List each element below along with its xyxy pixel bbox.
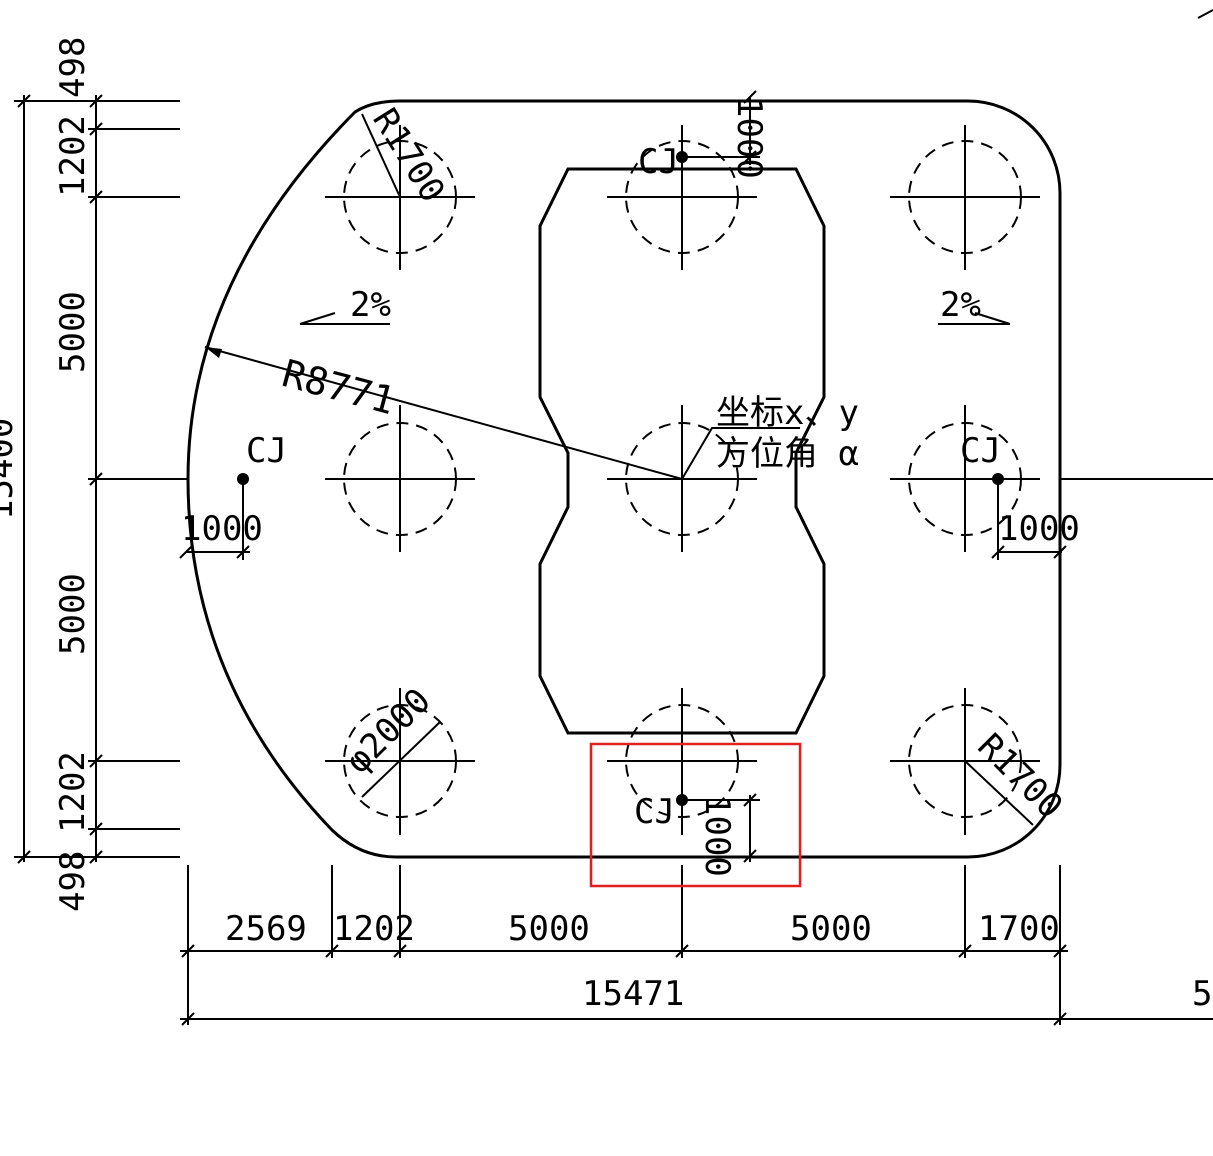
slope-left-arrow [299,312,336,325]
pile-bottom-center [607,688,757,835]
svg-text:5000: 5000 [508,909,590,949]
phi2000-leader [361,721,441,798]
svg-text:1000: 1000 [729,97,769,179]
svg-text:5000: 5000 [53,573,93,655]
svg-text:CJ: CJ [960,431,1001,471]
svg-text:1000: 1000 [697,795,737,877]
slope-left-label: 2% [350,285,391,325]
coord-label-line1: 坐标x、y [716,393,859,433]
svg-text:CJ: CJ [246,431,287,471]
svg-text:5000: 5000 [790,909,872,949]
svg-text:1202: 1202 [333,909,415,949]
r1700-top-leader [361,113,401,198]
svg-text:498: 498 [53,851,93,912]
svg-text:5000: 5000 [53,291,93,373]
r8771-label: R8771 [278,351,400,423]
pile-top-right [890,125,1040,270]
svg-text:1000: 1000 [181,509,263,549]
bottom-dimension-chain: 2569 1202 5000 5000 1700 15471 59 [180,865,1213,1026]
slope-right-arrow [974,312,1011,325]
cut-off-mark [1197,9,1213,19]
svg-text:CJ: CJ [638,142,679,182]
svg-text:15400: 15400 [0,418,21,520]
svg-text:498: 498 [53,37,93,98]
pile-mid-right [890,405,1040,552]
r8771-leader [204,346,683,480]
cap-outline [186,99,1062,859]
pile-mid-left [325,405,475,552]
coord-leader [681,427,800,480]
pile-top-center [607,125,757,270]
svg-text:1202: 1202 [53,115,93,197]
slope-right-label: 2% [940,285,981,325]
svg-text:1000: 1000 [998,509,1080,549]
cj-bottom: CJ 1000 [634,792,760,877]
left-dimension-chain: 498 1202 5000 5000 1202 498 15400 [0,37,188,912]
inner-recess-outline [538,167,826,735]
r8771-arrow [205,347,222,358]
cj-left: CJ 1000 [179,431,287,560]
cj-right: CJ 1000 [960,431,1080,560]
cj-top: CJ 1000 [638,90,769,182]
svg-text:59: 59 [1192,974,1213,1014]
svg-text:1700: 1700 [978,909,1060,949]
r1700-top-label: R1700 [364,102,452,210]
r1700-bottom-leader [964,760,1034,826]
svg-text:1202: 1202 [53,751,93,833]
pile-grid [325,125,1040,835]
svg-text:CJ: CJ [634,792,675,832]
svg-text:2569: 2569 [225,909,307,949]
svg-text:15471: 15471 [582,974,684,1014]
highlight-box [589,742,802,888]
coord-label-line2: 方位角 α [716,434,859,474]
